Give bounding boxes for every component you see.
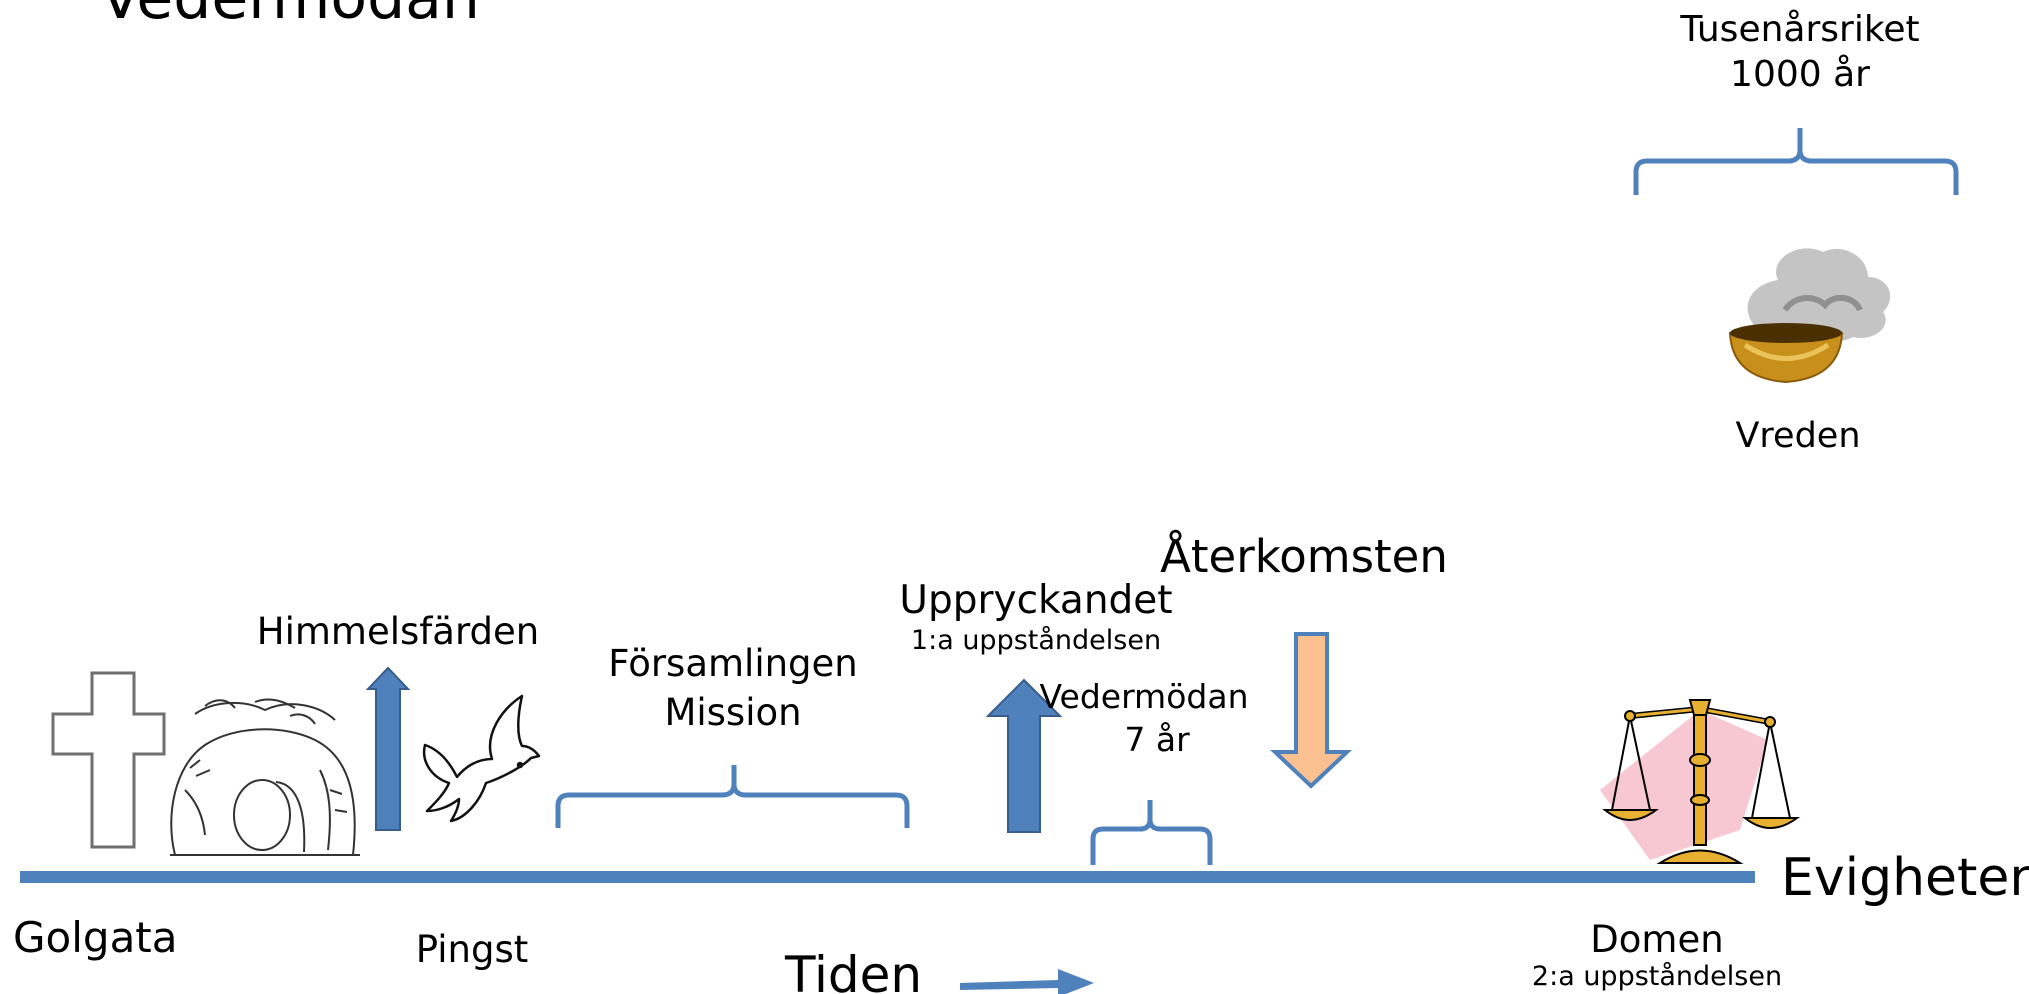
page-title: Vedermödan bbox=[100, 0, 480, 34]
church-label-line1: Församlingen bbox=[608, 642, 858, 685]
axis-label: Tiden bbox=[785, 946, 923, 994]
dove-icon bbox=[422, 694, 541, 823]
scales-of-justice-icon bbox=[1600, 699, 1801, 864]
judgment-title: Domen bbox=[1590, 918, 1724, 961]
tribulation-label-line2: 7 år bbox=[1124, 720, 1190, 759]
start-label: Golgata bbox=[13, 913, 178, 962]
millennium-bracket bbox=[1633, 128, 1959, 195]
wrath-bowl-icon bbox=[1728, 248, 1891, 384]
empty-tomb-icon bbox=[170, 698, 360, 856]
down-arrow-icon bbox=[1269, 632, 1353, 789]
rapture-title: Uppryckandet bbox=[899, 578, 1173, 623]
millennium-label-line2: 1000 år bbox=[1730, 54, 1870, 95]
church-bracket bbox=[555, 765, 910, 828]
pentecost-label: Pingst bbox=[415, 928, 529, 971]
wrath-label: Vreden bbox=[1735, 416, 1861, 456]
rapture-subtitle: 1:a uppståndelsen bbox=[910, 625, 1162, 656]
rapture-arrow-icon bbox=[985, 678, 1063, 833]
ascension-label: Himmelsfärden bbox=[256, 610, 540, 653]
church-label-line2: Mission bbox=[664, 691, 802, 734]
up-arrow-icon bbox=[365, 666, 411, 831]
end-label: Evigheten bbox=[1781, 848, 2029, 908]
tribulation-label-line1: Vedermödan bbox=[1039, 677, 1249, 716]
millennium-label-line1: Tusenårsriket bbox=[1680, 9, 1920, 50]
judgment-subtitle: 2:a uppståndelsen bbox=[1531, 961, 1783, 992]
cross-icon bbox=[51, 671, 166, 849]
time-arrow-icon bbox=[960, 969, 1094, 994]
return-label: Återkomsten bbox=[1160, 530, 1448, 583]
tribulation-bracket bbox=[1090, 800, 1213, 865]
